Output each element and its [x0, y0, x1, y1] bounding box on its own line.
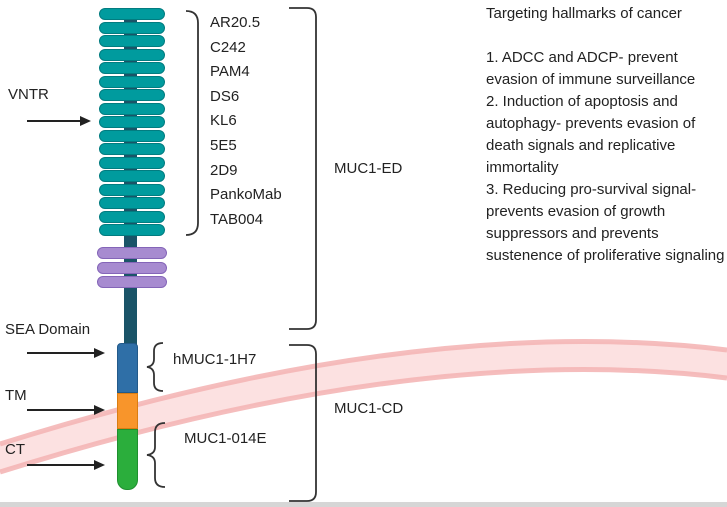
muc1-ed-label: MUC1-ED — [334, 160, 403, 177]
muc1-ed-bracket — [289, 7, 317, 330]
sea-domain-unit — [97, 276, 167, 288]
antibody-name: PAM4 — [210, 63, 250, 81]
hmuc1-1h7-label: hMUC1-1H7 — [173, 351, 257, 368]
cytoplasmic-tail-segment — [117, 429, 138, 490]
vntr-repeat-unit — [99, 35, 165, 47]
hmuc1-1h7-brace — [146, 342, 164, 392]
antibody-name: C242 — [210, 38, 246, 56]
vntr-tandem-repeat-stack — [99, 8, 165, 238]
sea-domain-label: SEA Domain — [5, 321, 91, 338]
transmembrane-segment — [117, 393, 138, 429]
ct-arrowhead-icon — [94, 460, 105, 470]
antibody-name: 2D9 — [210, 161, 238, 179]
tm-arrowhead-icon — [94, 405, 105, 415]
vntr-repeat-unit — [99, 143, 165, 155]
hallmarks-title: Targeting hallmarks of cancer — [486, 5, 682, 22]
tm-label: TM — [5, 387, 27, 404]
vntr-repeat-unit — [99, 116, 165, 128]
antibody-name: AR20.5 — [210, 14, 261, 31]
antibody-name: PankoMab — [210, 186, 282, 204]
antibody-name: DS6 — [210, 87, 240, 105]
membrane-inner-leaflet — [0, 367, 727, 475]
hallmark-item-1: 1. ADCC and ADCP- prevent evasion of imm… — [486, 49, 696, 88]
sea-arrowhead-icon — [94, 348, 105, 358]
vntr-repeat-unit — [99, 48, 165, 61]
antibody-name: KL6 — [210, 112, 237, 130]
antibody-name: TAB004 — [210, 210, 264, 228]
ct-label: CT — [5, 441, 25, 458]
vntr-label: VNTR — [8, 86, 49, 103]
vntr-repeat-unit — [99, 21, 165, 34]
antibody-list: AR20.5 C242 PAM4 DS6 KL6 5E5 2D9 PankoMa… — [210, 11, 282, 232]
vntr-repeat-unit — [99, 183, 165, 196]
muc1-cd-bracket — [289, 344, 317, 502]
sea-domain-stack — [97, 247, 167, 291]
vntr-repeat-unit — [99, 102, 165, 115]
antibody-group-brace — [185, 10, 199, 236]
vntr-repeat-unit — [99, 75, 165, 88]
vntr-repeat-unit — [99, 156, 165, 169]
muc1-014e-brace — [146, 422, 166, 488]
hallmarks-panel: Targeting hallmarks of cancer 1. ADCC an… — [486, 3, 726, 267]
vntr-repeat-unit — [99, 89, 165, 101]
vntr-repeat-unit — [99, 62, 165, 74]
vntr-repeat-unit — [99, 210, 165, 223]
vntr-repeat-unit — [99, 197, 165, 209]
vntr-repeat-unit — [99, 8, 165, 20]
sea-domain-unit — [97, 261, 167, 274]
membrane-outer-leaflet — [0, 339, 727, 447]
sea-domain-unit — [97, 247, 167, 259]
hallmark-item-2: 2. Induction of apoptosis and autophagy-… — [486, 93, 696, 176]
vntr-repeat-unit — [99, 170, 165, 182]
vntr-arrowhead-icon — [80, 116, 91, 126]
hmuc1-1h7-segment — [117, 343, 138, 393]
muc1-cd-label: MUC1-CD — [334, 400, 404, 417]
antibody-name: 5E5 — [210, 136, 237, 154]
vntr-repeat-unit — [99, 129, 165, 142]
vntr-repeat-unit — [99, 224, 165, 236]
bottom-border — [0, 502, 727, 507]
hallmark-item-3: 3. Reducing pro-survival signal- prevent… — [486, 181, 725, 264]
muc1-014e-label: MUC1-014E — [184, 430, 267, 447]
